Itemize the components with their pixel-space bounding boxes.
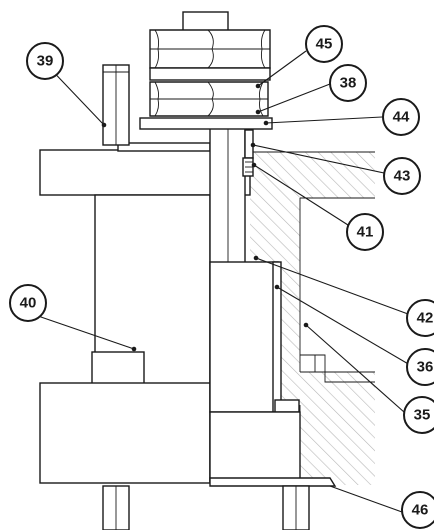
callout-39-label: 39 [37, 53, 54, 70]
callout-45: 45 [305, 25, 343, 63]
callout-44-label: 44 [393, 109, 410, 126]
callout-42: 42 [406, 299, 434, 337]
callout-46-label: 46 [412, 502, 429, 519]
lower-nut-38 [149, 67, 271, 117]
upper-nut-45 [149, 29, 271, 69]
callout-38: 38 [329, 64, 367, 102]
callout-40-label: 40 [20, 295, 37, 312]
callout-41: 41 [346, 213, 384, 251]
callout-43-label: 43 [394, 168, 411, 185]
callout-46: 46 [401, 491, 434, 529]
lower-block [39, 382, 211, 484]
callout-40: 40 [9, 284, 47, 322]
callout-39: 39 [26, 42, 64, 80]
bottom-legs [102, 485, 310, 530]
washer-44 [139, 117, 273, 130]
callout-43: 43 [383, 157, 421, 195]
nut-40 [91, 351, 145, 385]
callout-35-label: 35 [414, 407, 431, 424]
callout-45-label: 45 [316, 36, 333, 53]
callout-44: 44 [382, 98, 420, 136]
bushing-36 [209, 261, 301, 483]
callout-36: 36 [406, 348, 434, 386]
spacer-43 [242, 129, 254, 177]
pin-39 [102, 64, 130, 146]
bottom-plate-46 [209, 477, 337, 487]
callout-35: 35 [403, 396, 434, 434]
callout-41-label: 41 [357, 224, 374, 241]
callout-36-label: 36 [417, 359, 434, 376]
callout-42-label: 42 [417, 310, 434, 327]
callout-38-label: 38 [340, 75, 357, 92]
